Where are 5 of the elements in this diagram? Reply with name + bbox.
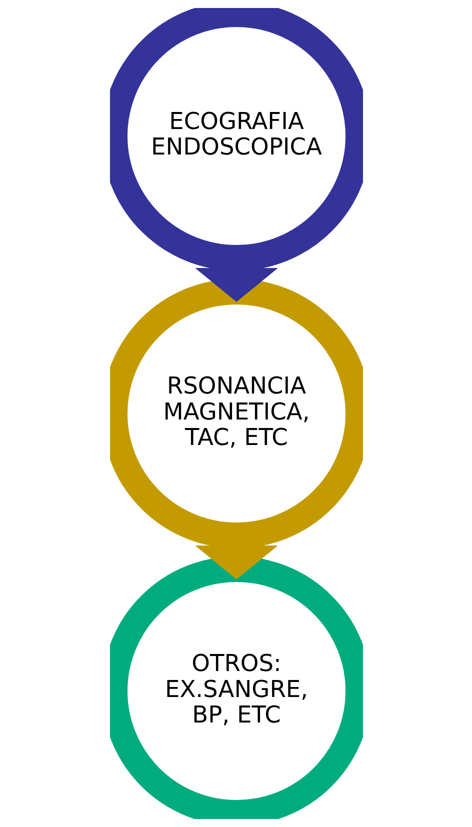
arrow: [194, 268, 278, 302]
node-circle: ECOGRAFIA ENDOSCOPICA: [110, 8, 362, 271]
node-circle: RSONANCIA MAGNETICA, TAC, ETC: [110, 278, 362, 548]
node-circle: OTROS: EX.SANGRE, BP, ETC: [110, 556, 362, 819]
arrow: [194, 546, 278, 580]
